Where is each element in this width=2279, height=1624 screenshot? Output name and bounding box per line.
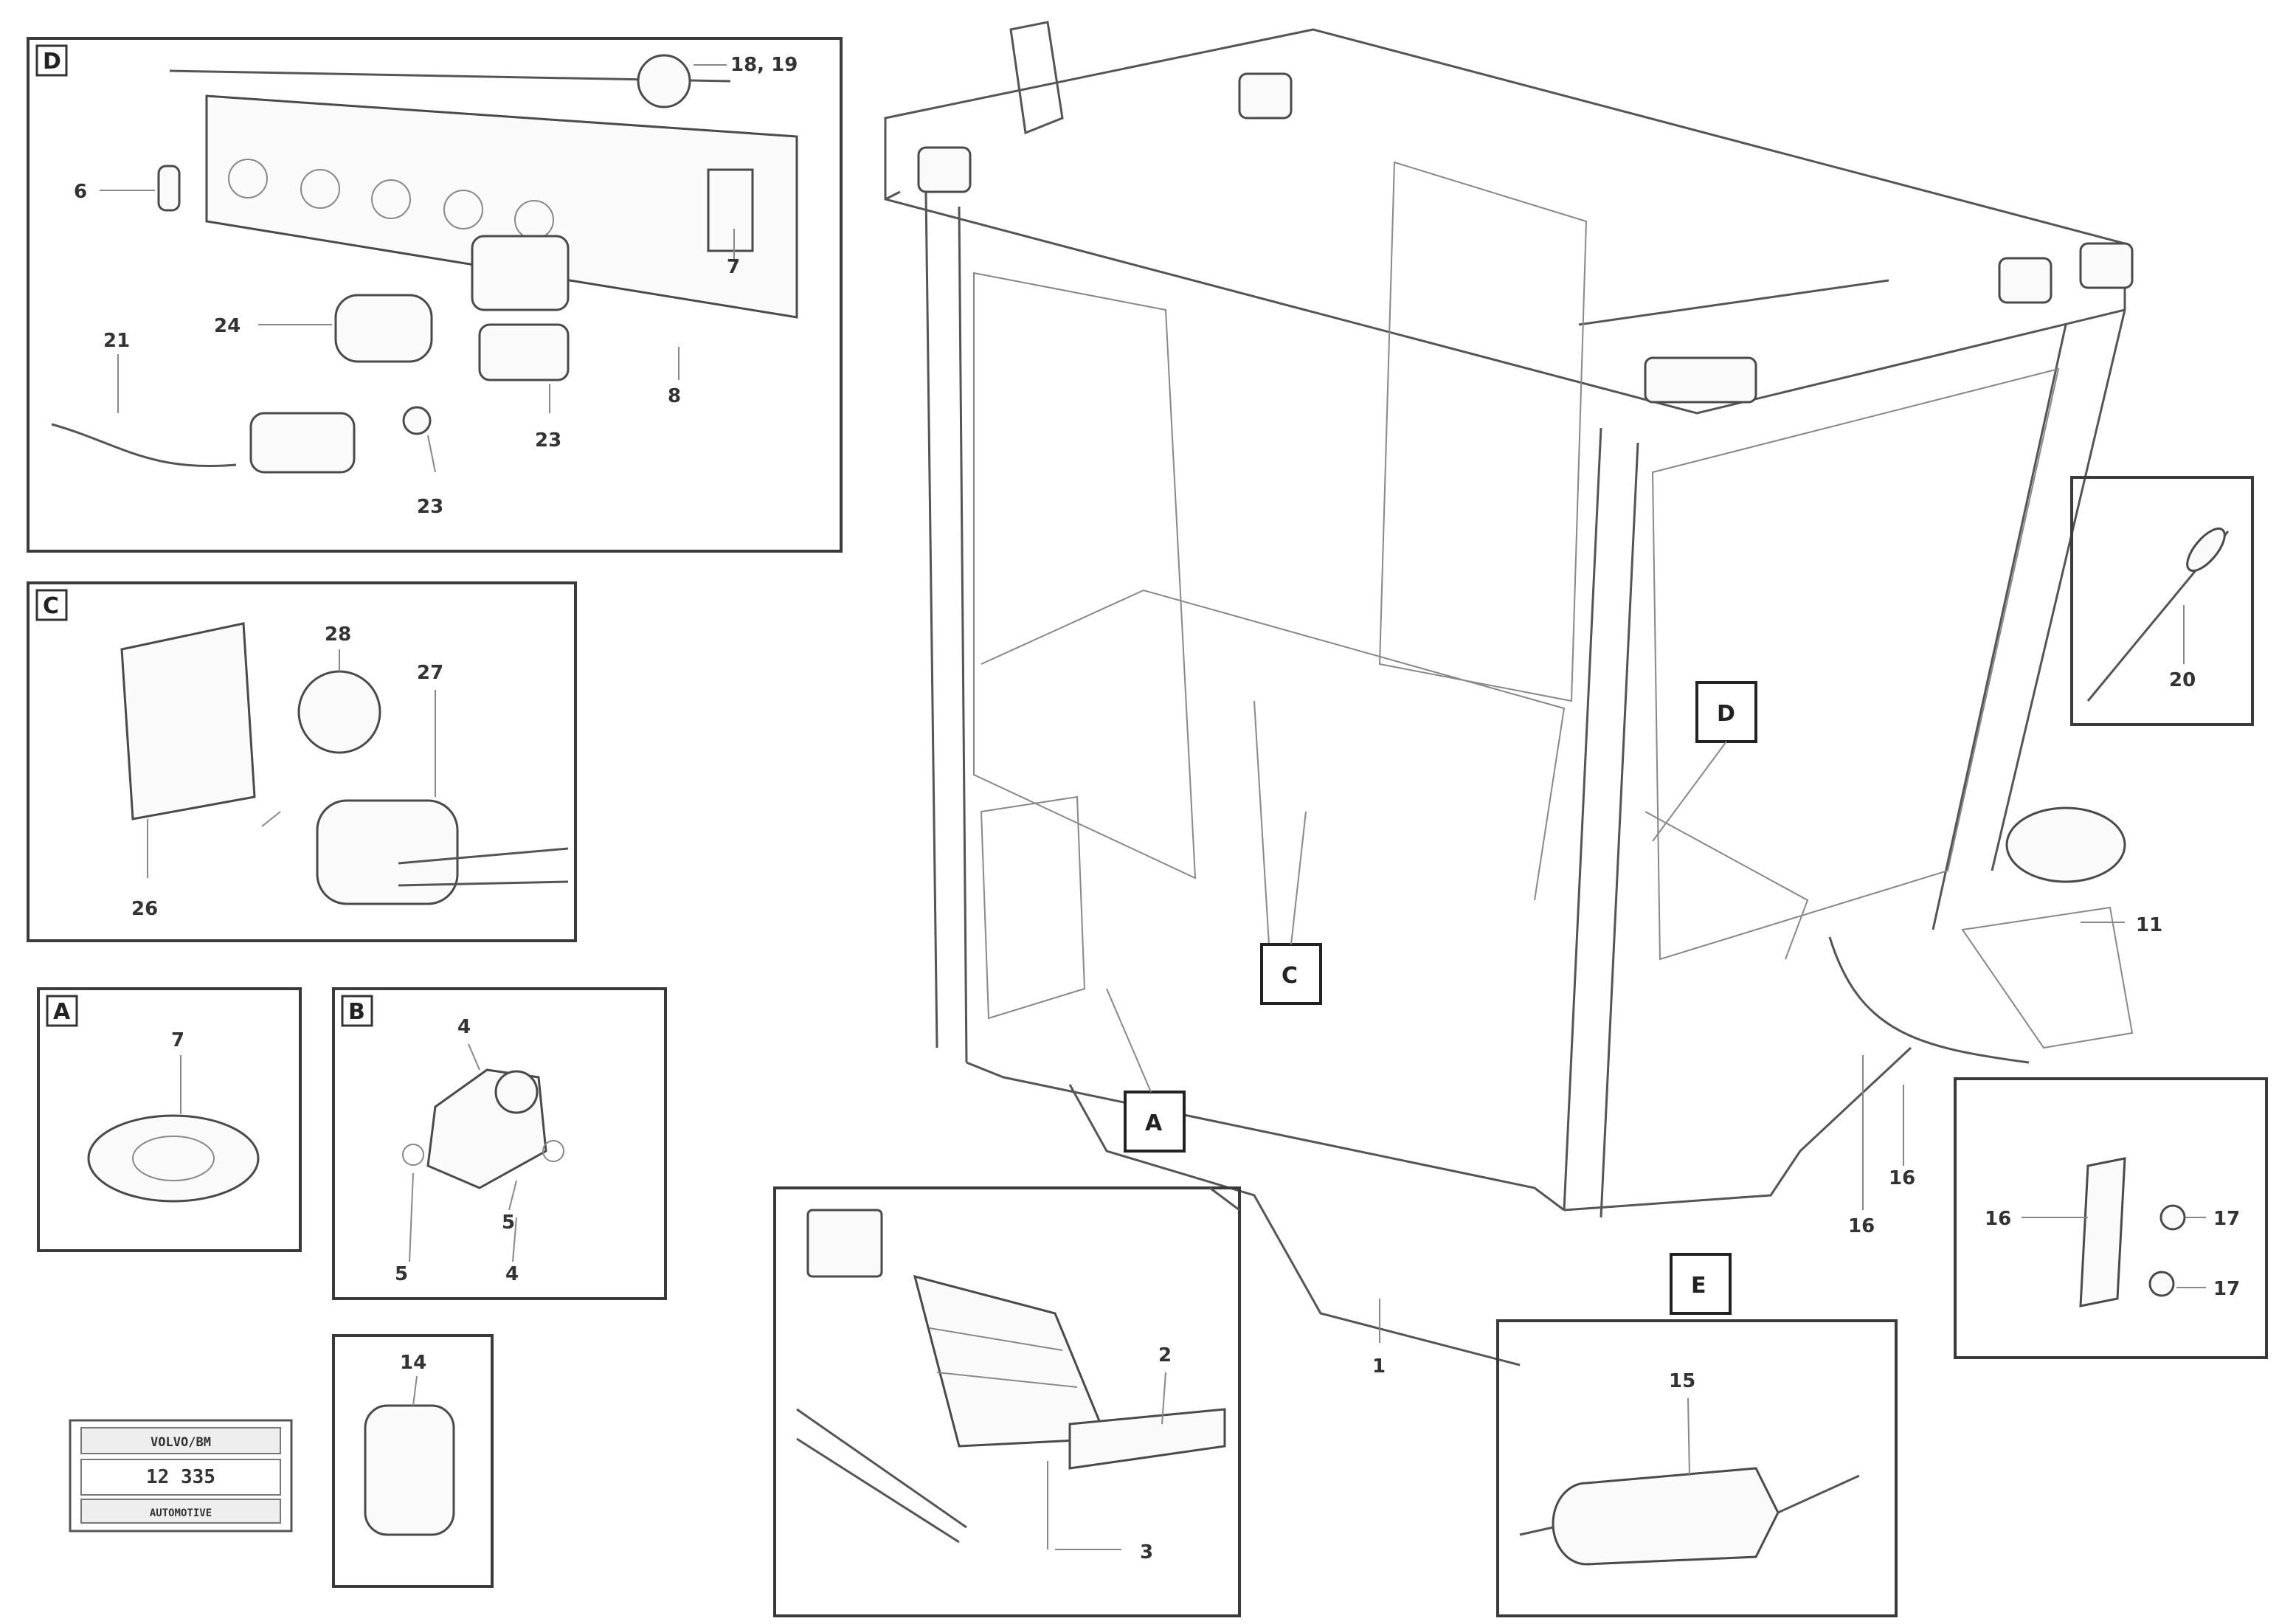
svg-text:E: E: [1691, 1273, 1706, 1299]
callout-7: 7: [727, 256, 740, 278]
callout-5-b: 5: [502, 1212, 515, 1234]
main-tag-a: A: [1106, 988, 1186, 1153]
callout-1: 1: [1372, 1355, 1386, 1378]
callout-21: 21: [103, 330, 130, 352]
callout-4-a: 4: [457, 1016, 471, 1038]
callout-4-b: 4: [505, 1263, 519, 1285]
detail-panel-f: 16 17 17: [1954, 1077, 2268, 1359]
callout-20: 20: [2169, 669, 2196, 691]
panel-tag-d: D: [43, 49, 61, 75]
main-tag-d: D: [1652, 681, 1757, 842]
callout-3: 3: [1140, 1541, 1153, 1563]
callout-6: 6: [74, 181, 87, 203]
callout-26: 26: [131, 898, 158, 920]
detail-panel-d: D 18, 19 6 7 24 21 8 23 23: [27, 37, 843, 553]
cab-assembly: [884, 21, 2134, 1366]
callout-14: 14: [400, 1352, 426, 1374]
detail-panel-a: A 7: [37, 987, 302, 1252]
callout-27: 27: [417, 662, 443, 684]
callout-16-f: 16: [1985, 1208, 2011, 1230]
callout-15: 15: [1669, 1370, 1695, 1392]
callout-8: 8: [668, 385, 681, 407]
callout-5-a: 5: [395, 1263, 408, 1285]
volvo-stamp: VOLVO/BM 12 335 AUTOMOTIVE: [69, 1419, 293, 1533]
callout-16-b: 16: [1889, 1167, 1915, 1189]
svg-text:A: A: [1145, 1110, 1163, 1136]
svg-text:D: D: [1717, 701, 1735, 727]
main-tag-c: C: [1260, 811, 1322, 1005]
stamp-line-2: 12 335: [146, 1466, 215, 1488]
panel-tag-c: C: [43, 593, 59, 619]
callout-23-a: 23: [535, 429, 561, 452]
detail-panel-small: 14: [332, 1334, 494, 1588]
callout-23-b: 23: [417, 496, 443, 518]
stamp-line-1: VOLVO/BM: [151, 1435, 211, 1450]
panel-tag-a: A: [53, 999, 71, 1025]
callout-17-b: 17: [2213, 1278, 2240, 1300]
detail-panel-b: B 4 5 5 4: [332, 987, 667, 1300]
callout-16-a: 16: [1848, 1215, 1875, 1237]
callout-17-a: 17: [2213, 1208, 2240, 1230]
detail-panel-g: 20: [2070, 476, 2254, 726]
panel-tag-b: B: [348, 999, 365, 1025]
callout-24: 24: [214, 315, 241, 337]
detail-panel-c: C 28 27 26: [27, 581, 577, 942]
callout-28: 28: [325, 623, 351, 646]
svg-text:C: C: [1282, 963, 1298, 989]
callout-7-a: 7: [171, 1029, 184, 1051]
stamp-line-3: AUTOMOTIVE: [150, 1507, 212, 1519]
detail-panel-bottom: 2 3: [773, 1186, 1241, 1617]
callout-2: 2: [1158, 1344, 1172, 1366]
detail-panel-e: 15: [1496, 1319, 1898, 1617]
main-tag-e: E: [1670, 1253, 1732, 1315]
callout-11: 11: [2136, 914, 2162, 936]
callout-18-19: 18, 19: [730, 54, 798, 76]
